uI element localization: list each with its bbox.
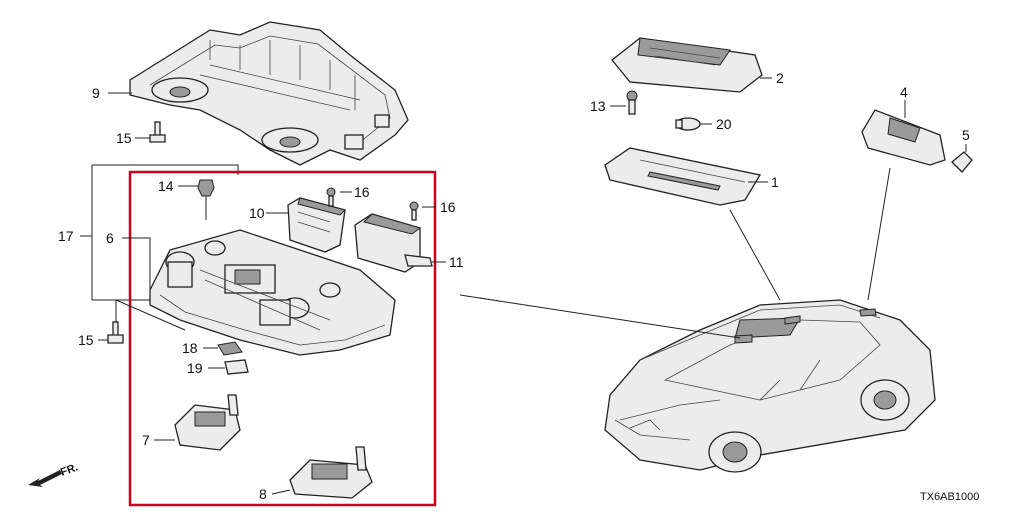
callout-17: 17 <box>58 228 74 244</box>
callout-16-b: 16 <box>440 199 456 215</box>
callout-6: 6 <box>106 230 114 246</box>
front-direction-arrow: FR. <box>28 461 80 487</box>
leader-lines <box>98 77 967 495</box>
callout-8: 8 <box>259 486 267 502</box>
front-label: FR. <box>59 461 80 478</box>
highlight-box <box>128 170 437 507</box>
callout-19: 19 <box>187 360 203 376</box>
diagram-code: TX6AB1000 <box>920 491 979 503</box>
callout-1: 1 <box>771 174 779 190</box>
part-13-screw <box>626 90 638 115</box>
part-7-map-light <box>174 394 241 451</box>
callout-5: 5 <box>962 127 970 143</box>
part-5-bulb <box>951 151 973 173</box>
callout-18: 18 <box>182 340 198 356</box>
callout-11: 11 <box>449 254 464 270</box>
callout-15-upper: 15 <box>116 130 132 146</box>
callout-2: 2 <box>776 70 784 86</box>
part-1-lens <box>604 147 762 206</box>
callout-20: 20 <box>716 116 732 132</box>
part-6-console-housing <box>149 229 396 356</box>
part-15-bolt-upper <box>149 121 166 143</box>
part-10-module <box>287 197 346 253</box>
part-20-bulb <box>675 117 701 131</box>
callout-labels: 9 15 14 16 16 10 11 17 6 15 18 19 7 8 13… <box>58 70 970 502</box>
arrow-left-icon <box>28 470 62 487</box>
part-18-pad <box>217 341 243 356</box>
callout-14: 14 <box>158 178 174 194</box>
part-19-pad <box>224 359 249 375</box>
callout-4: 4 <box>900 84 908 100</box>
callout-9: 9 <box>92 85 100 101</box>
part-16-screw-a <box>326 187 336 207</box>
part-11-module <box>354 213 433 273</box>
vehicle-illustration <box>604 299 936 473</box>
part-8-map-light <box>289 446 373 499</box>
callout-16-a: 16 <box>354 184 370 200</box>
part-15-bolt-lower <box>107 299 186 344</box>
callout-10: 10 <box>249 205 265 221</box>
callout-15-lower: 15 <box>78 332 94 348</box>
part-14-clip <box>197 179 215 220</box>
part-16-screw-b <box>409 201 419 221</box>
callout-13: 13 <box>590 98 606 114</box>
part-4-light-housing <box>861 109 946 166</box>
part-2-housing <box>611 37 763 93</box>
part-9-console-frame <box>129 21 409 166</box>
callout-7: 7 <box>142 432 150 448</box>
